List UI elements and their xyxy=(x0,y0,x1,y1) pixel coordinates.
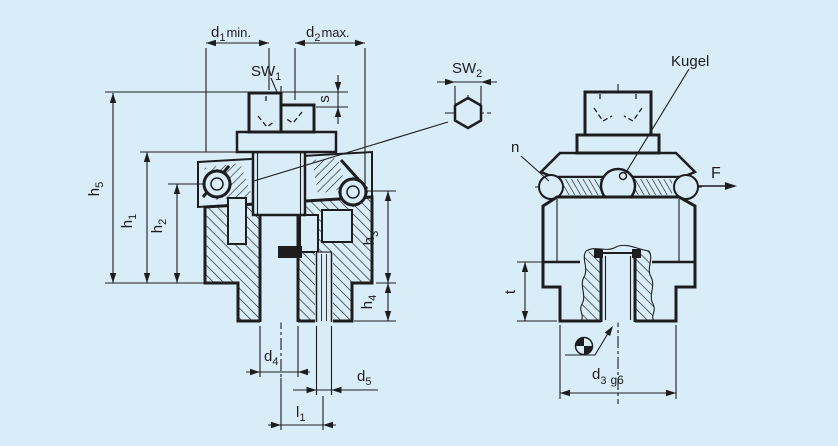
hex-head xyxy=(583,90,653,137)
hole-d5 xyxy=(315,252,333,323)
lock-washer xyxy=(235,130,338,154)
threaded-bore xyxy=(594,249,641,323)
hidden-hex-lines xyxy=(593,94,643,122)
dim-sw1: SW1 xyxy=(251,63,281,93)
body-right-pocket xyxy=(321,209,353,243)
dim-h2: h2 xyxy=(149,183,203,283)
label-kugel: Kugel xyxy=(671,53,709,70)
dim-d1: d1min. xyxy=(205,24,270,152)
sw2-detail: SW2 xyxy=(253,60,497,182)
locking-element xyxy=(278,246,302,258)
hex-socket-symbol xyxy=(453,96,483,130)
machining-symbol xyxy=(565,324,616,356)
left-view-body xyxy=(203,195,374,323)
callout-kugel: Kugel xyxy=(624,53,709,175)
label-h5: h5 xyxy=(86,182,106,196)
hex-head-right xyxy=(279,103,316,134)
right-view-body xyxy=(541,195,697,323)
label-h4: h4 xyxy=(359,295,379,309)
dim-d5: d5 xyxy=(293,326,378,395)
callout-n: n xyxy=(511,139,550,182)
right-view-head xyxy=(575,90,661,155)
left-flange-ball-right xyxy=(338,177,368,207)
label-d1: d1min. xyxy=(211,24,251,44)
left-view-section xyxy=(197,86,374,378)
label-d5: d5 xyxy=(357,368,371,388)
dim-t: t xyxy=(502,261,557,322)
n-leader-line xyxy=(520,155,550,182)
label-d4: d4 xyxy=(264,348,278,368)
label-n: n xyxy=(511,139,519,156)
kugel-leader-line xyxy=(624,68,690,175)
left-view-head xyxy=(235,91,338,154)
body-step-bore xyxy=(299,214,319,253)
bore-d4 xyxy=(260,215,298,323)
sw2-leader-line xyxy=(253,121,449,182)
dim-h4: h4 xyxy=(354,282,396,322)
left-flange-ball-left xyxy=(202,169,232,199)
label-h3: h3 xyxy=(361,231,381,245)
label-h1: h1 xyxy=(119,214,139,228)
label-t: t xyxy=(502,289,519,294)
dim-h3: h3 xyxy=(361,190,396,283)
label-d2: d2max. xyxy=(306,24,350,44)
dim-d4: d4 xyxy=(246,326,310,377)
dim-l1: l1 xyxy=(268,378,336,430)
label-sw1: SW1 xyxy=(251,63,281,83)
left-view-spindle xyxy=(251,150,307,217)
hidden-hex-socket xyxy=(257,96,303,128)
ball-contact-point xyxy=(618,171,628,181)
left-view-dimensions: d1min. d2max. SW1 s xyxy=(86,24,396,430)
label-l1: l1 xyxy=(296,404,305,424)
end-ball-left xyxy=(538,174,564,200)
label-sw2: SW2 xyxy=(452,60,482,80)
force-arrow: F xyxy=(697,165,737,190)
body-left-pocket xyxy=(227,197,247,245)
end-ball-right xyxy=(673,174,699,200)
label-h2: h2 xyxy=(149,219,169,233)
dim-s: s xyxy=(282,75,348,124)
label-s: s xyxy=(316,95,333,103)
dim-h1: h1 xyxy=(119,151,237,283)
label-f: F xyxy=(711,165,721,182)
dim-h5: h5 xyxy=(86,91,249,284)
dim-d2: d2max. xyxy=(294,24,366,186)
torn-out-section xyxy=(580,244,655,322)
hex-head-left xyxy=(247,91,283,134)
